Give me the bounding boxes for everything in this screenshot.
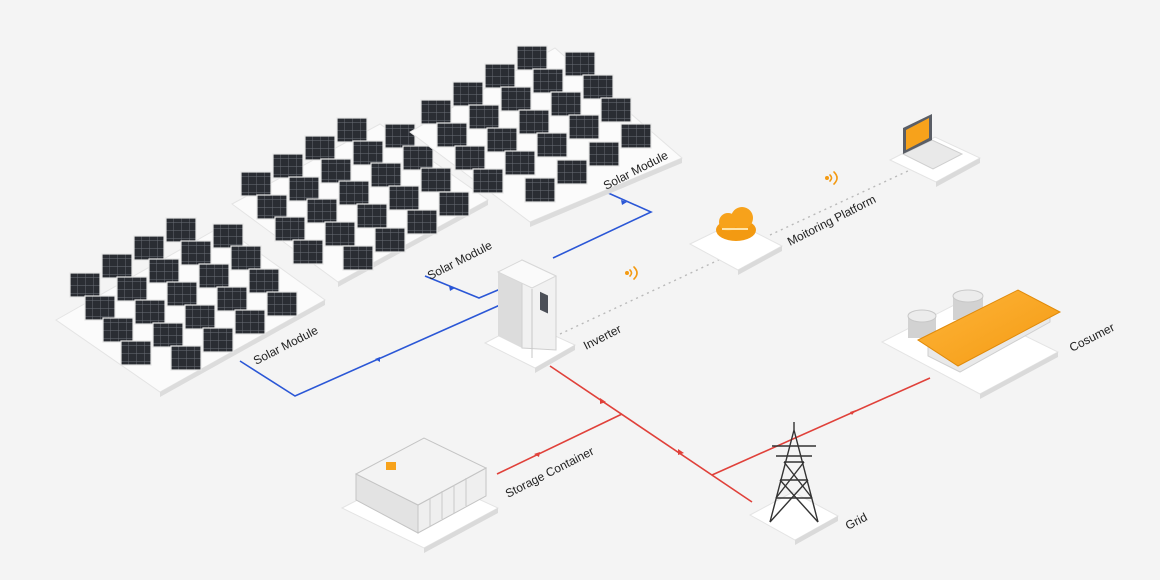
consumer-building <box>880 289 1062 399</box>
ac-cable-storage <box>496 413 623 475</box>
ac-cables <box>496 365 931 503</box>
monitoring-platform <box>688 207 784 275</box>
solar-module-array-2 <box>231 117 489 287</box>
ac-flow-arrows <box>534 398 856 457</box>
ac-cable-consumer <box>711 377 931 476</box>
inverter-unit <box>483 259 577 373</box>
label-storage-container: Storage Container <box>503 444 596 501</box>
label-inverter: Inverter <box>581 322 624 353</box>
dc-cable-module-3 <box>552 187 653 259</box>
grid-pylon <box>748 422 840 545</box>
solar-module-array-3 <box>409 45 683 227</box>
label-grid: Grid <box>843 510 870 533</box>
wifi-signal-icon <box>624 266 638 280</box>
label-monitoring-platform: Moitoring Platform <box>785 192 878 249</box>
signal-links <box>559 169 911 335</box>
solar-module-array-1 <box>55 217 326 397</box>
laptop-icon <box>888 114 982 187</box>
label-solar-module-2: Solar Module <box>425 238 495 283</box>
label-consumer: Cosumer <box>1067 320 1117 355</box>
storage-container <box>340 437 500 553</box>
dc-cable-module-1 <box>239 304 501 397</box>
wifi-signal-icon <box>824 171 838 185</box>
cloud-icon <box>716 207 756 241</box>
ac-cable-inverter-grid <box>549 365 753 503</box>
dc-flow-arrows <box>375 200 627 362</box>
